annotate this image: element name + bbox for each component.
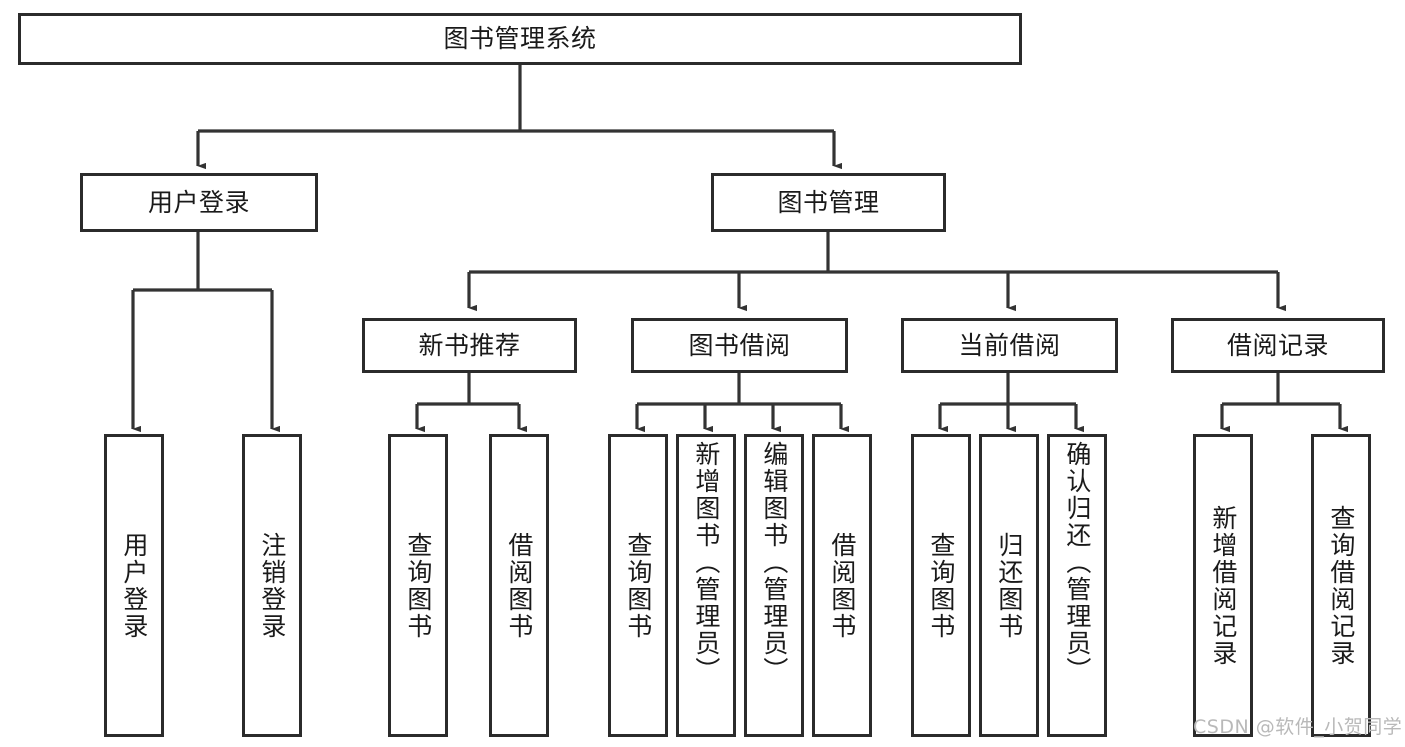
node-current-borrowing[interactable]: 当前借阅 xyxy=(901,318,1118,373)
node-label: 注销登录 xyxy=(257,531,287,640)
node-label: 确认归还（管理员） xyxy=(1062,441,1092,684)
node-label: 新书推荐 xyxy=(418,330,521,360)
node-label: 当前借阅 xyxy=(958,330,1061,360)
node-label: 借阅图书 xyxy=(827,531,857,640)
node-new-book-recommendation[interactable]: 新书推荐 xyxy=(362,318,577,373)
node-label: 归还图书 xyxy=(994,531,1024,640)
node-label: 查询借阅记录 xyxy=(1326,504,1356,667)
node-label: 图书管理 xyxy=(777,187,880,217)
leaf-user-login-login[interactable]: 用户登录 xyxy=(104,434,164,737)
node-label: 查询图书 xyxy=(926,531,956,640)
leaf-borrow-record-add-record[interactable]: 新增借阅记录 xyxy=(1193,434,1253,737)
node-label: 借阅图书 xyxy=(504,531,534,640)
leaf-borrow-record-query-record[interactable]: 查询借阅记录 xyxy=(1311,434,1371,737)
leaf-book-borrow-borrow-books[interactable]: 借阅图书 xyxy=(812,434,872,737)
node-book-management[interactable]: 图书管理 xyxy=(711,173,946,232)
leaf-new-book-query-books[interactable]: 查询图书 xyxy=(388,434,448,737)
node-label: 借阅记录 xyxy=(1226,330,1329,360)
node-label: 用户登录 xyxy=(119,531,149,640)
node-label: 查询图书 xyxy=(403,531,433,640)
node-label: 新增借阅记录 xyxy=(1208,504,1238,667)
node-label: 编辑图书（管理员） xyxy=(759,441,789,684)
node-label: 用户登录 xyxy=(147,187,250,217)
leaf-current-borrow-return-books[interactable]: 归还图书 xyxy=(979,434,1039,737)
node-borrowing-record[interactable]: 借阅记录 xyxy=(1171,318,1385,373)
leaf-new-book-borrow-books[interactable]: 借阅图书 xyxy=(489,434,549,737)
leaf-book-borrow-add-book-admin[interactable]: 新增图书（管理员） xyxy=(676,434,736,737)
node-label: 新增图书（管理员） xyxy=(691,441,721,684)
leaf-user-login-logout[interactable]: 注销登录 xyxy=(242,434,302,737)
node-label: 图书管理系统 xyxy=(443,24,597,54)
leaf-current-borrow-confirm-return-admin[interactable]: 确认归还（管理员） xyxy=(1047,434,1107,737)
node-root-book-management-system[interactable]: 图书管理系统 xyxy=(18,13,1022,65)
leaf-book-borrow-edit-book-admin[interactable]: 编辑图书（管理员） xyxy=(744,434,804,737)
node-book-borrowing[interactable]: 图书借阅 xyxy=(631,318,848,373)
leaf-book-borrow-query-books[interactable]: 查询图书 xyxy=(608,434,668,737)
node-label: 查询图书 xyxy=(623,531,653,640)
leaf-current-borrow-query-books[interactable]: 查询图书 xyxy=(911,434,971,737)
node-label: 图书借阅 xyxy=(688,330,791,360)
node-user-login[interactable]: 用户登录 xyxy=(80,173,318,232)
